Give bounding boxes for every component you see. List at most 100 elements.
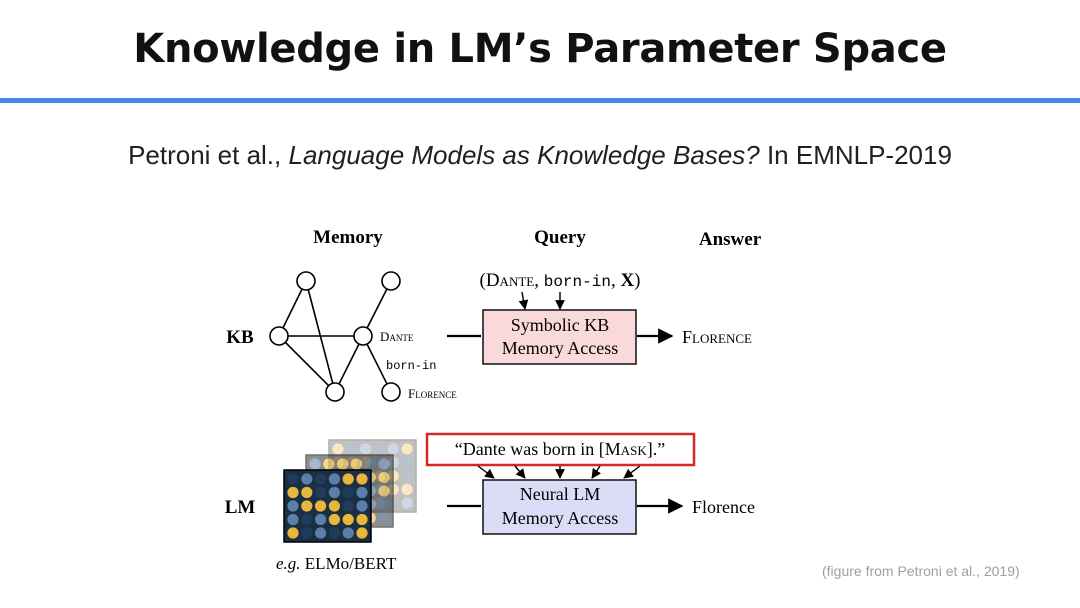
- kb-query-open: (: [480, 270, 486, 291]
- lm-matrix-cell: [356, 486, 368, 499]
- kb-query-sep: ,: [611, 270, 621, 291]
- lm-matrix-cell: [315, 513, 327, 526]
- lm-matrix-cell: [315, 500, 327, 512]
- lm-box-line2: Memory Access: [502, 508, 618, 528]
- lm-matrix-cell: [342, 486, 354, 499]
- lm-models-caption: e.g. ELMo/BERT: [276, 554, 397, 573]
- lm-matrix-cell: [315, 486, 327, 499]
- kb-node-label-dante: Dante: [380, 329, 414, 344]
- lm-matrix-cell: [287, 473, 299, 485]
- lm-matrix-cell: [328, 513, 340, 526]
- lm-query-arrow: [591, 465, 601, 479]
- lm-matrix-cell: [360, 443, 372, 455]
- figure-credit: (figure from Petroni et al., 2019): [822, 563, 1020, 579]
- lm-matrix-cell: [301, 473, 313, 485]
- kb-node-florence: [381, 382, 401, 402]
- lm-matrix-cell: [342, 527, 354, 539]
- lm-matrix-cell: [342, 513, 354, 526]
- lm-matrix-cell: [373, 443, 385, 455]
- lm-matrix-cell: [332, 443, 344, 455]
- lm-matrix-cell: [378, 485, 390, 497]
- lm-matrix-cell: [328, 500, 340, 512]
- lm-matrix-cell: [328, 473, 340, 485]
- lm-matrix-cell: [401, 497, 413, 509]
- lm-matrix-cell: [315, 473, 327, 485]
- header-query: Query: [534, 227, 586, 248]
- kb-node: [296, 271, 316, 291]
- lm-matrix-cell: [356, 527, 368, 539]
- lm-box-line1: Neural LM: [520, 484, 600, 504]
- lm-matrix-stack: [283, 439, 417, 543]
- row-label-kb: KB: [226, 327, 254, 348]
- lm-query-pre: “Dante was born in [: [455, 439, 605, 459]
- citation-paper-title: Language Models as Knowledge Bases?: [288, 140, 760, 170]
- lm-query-post: ].”: [647, 439, 665, 459]
- lm-matrix-cell: [342, 473, 354, 485]
- citation-authors: Petroni et al.,: [128, 140, 289, 170]
- lm-matrix-cell: [401, 456, 413, 469]
- kb-node: [325, 382, 345, 402]
- lm-matrix-cell: [309, 458, 321, 470]
- kb-query-close: ): [634, 270, 640, 291]
- slide-title: Knowledge in LM’s Parameter Space: [133, 26, 947, 72]
- lm-matrix-cell: [315, 527, 327, 539]
- row-label-lm: LM: [225, 497, 256, 518]
- kb-answer: Florence: [682, 327, 752, 347]
- lm-matrix-cell: [346, 443, 358, 455]
- kb-box-line2: Memory Access: [502, 338, 618, 358]
- lm-matrix-cell: [401, 483, 413, 496]
- lm-query-arrows: [477, 465, 641, 479]
- kb-query-sep: ,: [534, 270, 544, 291]
- lm-models-names: ELMo/BERT: [301, 554, 397, 573]
- lm-matrix-cell: [378, 471, 390, 484]
- kb-edge: [362, 280, 392, 337]
- lm-query-arrow: [514, 465, 526, 479]
- lm-matrix-cell: [287, 513, 299, 526]
- lm-query-box: [425, 432, 696, 467]
- lm-matrix-cell: [328, 527, 340, 539]
- kb-query-subject: Dante: [486, 270, 534, 291]
- lm-matrix-cell: [356, 500, 368, 512]
- lm-answer: Florence: [692, 497, 755, 517]
- kb-query-tuple: (Dante, born-in, X): [480, 270, 641, 291]
- header-answer: Answer: [699, 229, 762, 250]
- lm-matrix-cell: [323, 458, 335, 470]
- kb-edge-born-in: [362, 335, 392, 393]
- kb-box-line1: Symbolic KB: [511, 315, 610, 335]
- lm-matrix-cell: [287, 500, 299, 512]
- kb-access-box: [482, 309, 637, 365]
- lm-matrix-cell: [342, 500, 354, 512]
- kb-node-dante: [353, 326, 373, 346]
- lm-query-arrow: [623, 465, 641, 479]
- lm-matrix-cell: [387, 443, 399, 455]
- lm-matrix-cell: [356, 513, 368, 526]
- kb-edge: [278, 280, 307, 337]
- lm-matrix-cell: [378, 498, 390, 511]
- lm-query-mask: Mask: [605, 439, 648, 459]
- kb-node-label-florence: Florence: [408, 386, 457, 401]
- citation-venue: In EMNLP-2019: [759, 140, 952, 170]
- kb-graph-edges: [278, 280, 392, 393]
- lm-matrix-cell: [328, 486, 340, 499]
- citation: Petroni et al., Language Models as Knowl…: [0, 140, 1080, 171]
- lm-matrix-cell: [356, 473, 368, 485]
- lm-matrix-cell: [301, 500, 313, 512]
- header-memory: Memory: [313, 227, 383, 248]
- lm-matrix-cell: [350, 458, 362, 470]
- lm-matrix-cell: [364, 458, 376, 470]
- kb-query-relation: born-in: [544, 273, 611, 291]
- lm-matrix-cell: [287, 486, 299, 499]
- lm-matrix-cell: [301, 527, 313, 539]
- lm-models-eg: e.g.: [276, 554, 301, 573]
- title-divider: [0, 98, 1080, 103]
- kb-node: [269, 326, 289, 346]
- lm-matrix-cell: [301, 486, 313, 499]
- lm-matrix-cell: [378, 458, 390, 470]
- lm-query-text: “Dante was born in [Mask].”: [455, 439, 665, 459]
- lm-matrix-cell: [337, 458, 349, 470]
- lm-parameter-matrix: [283, 469, 372, 543]
- kb-query-arrow: [518, 291, 529, 310]
- lm-access-box: [482, 479, 637, 535]
- kb-edge: [278, 335, 336, 393]
